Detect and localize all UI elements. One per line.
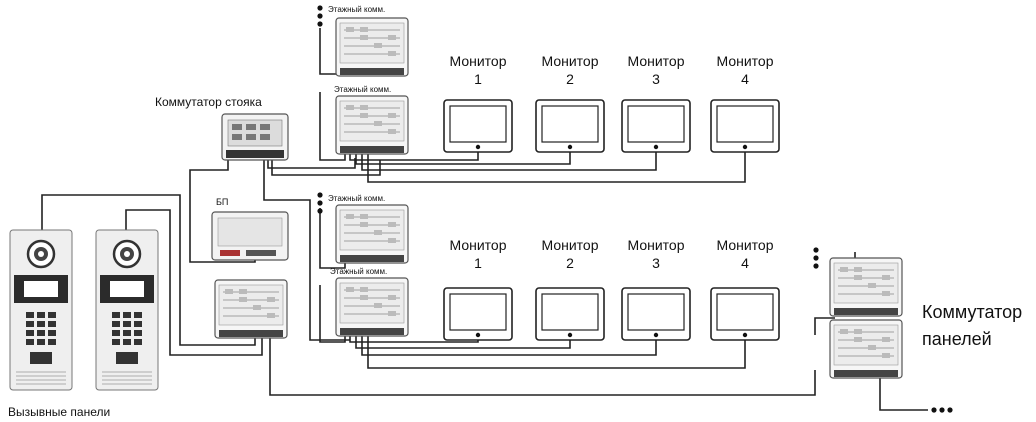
panel-switch-label-line1: Коммутатор: [922, 302, 1022, 322]
panel-switch-right-bottom: [829, 319, 903, 379]
power-supply-label: БП: [216, 197, 228, 207]
call-panel-2: [94, 228, 160, 392]
monitor-number-lower-1: 1: [474, 255, 482, 271]
monitor-label-lower-3: Монитор: [628, 237, 685, 253]
parking-switch-label: Коммутатор стояка: [155, 95, 262, 109]
monitor-number-upper-1: 1: [474, 71, 482, 87]
floor-switch-label-upper: Этажный комм.: [334, 85, 391, 94]
call-panel-1: [8, 228, 74, 392]
monitor-number-upper-2: 2: [566, 71, 574, 87]
panel-switch-right-top: [829, 257, 903, 317]
panel-switch-label-line2: панелей: [922, 329, 992, 349]
monitor-lower-2: [535, 287, 605, 341]
monitor-upper-3: [621, 99, 691, 153]
floor-switch-lower: [335, 277, 409, 337]
parking-switch: [221, 113, 289, 161]
monitor-label-upper-3: Монитор: [628, 53, 685, 69]
monitor-upper-1: [443, 99, 513, 153]
panel-switch-left: [214, 279, 288, 339]
monitor-label-upper-4: Монитор: [717, 53, 774, 69]
floor-switch-top: [335, 17, 409, 77]
monitor-upper-4: [710, 99, 780, 153]
monitor-number-upper-4: 4: [741, 71, 749, 87]
monitor-lower-4: [710, 287, 780, 341]
continuation-dots: [931, 407, 953, 413]
monitor-label-upper-2: Монитор: [542, 53, 599, 69]
monitor-lower-1: [443, 287, 513, 341]
riser-dots-top: [317, 5, 323, 27]
floor-switch-label-lower: Этажный комм.: [330, 267, 387, 276]
call-panels-label: Вызывные панели: [8, 405, 110, 419]
monitor-number-lower-3: 3: [652, 255, 660, 271]
riser-dots-right: [813, 247, 819, 269]
monitor-label-lower-2: Монитор: [542, 237, 599, 253]
power-supply: [211, 211, 289, 261]
monitor-number-lower-2: 2: [566, 255, 574, 271]
monitor-upper-2: [535, 99, 605, 153]
riser-dots-lower: [317, 192, 323, 214]
floor-switch-label-top: Этажный комм.: [328, 5, 385, 14]
monitor-number-lower-4: 4: [741, 255, 749, 271]
floor-switch-label-lower-top: Этажный комм.: [328, 194, 385, 203]
monitor-label-upper-1: Монитор: [450, 53, 507, 69]
floor-switch-lower-top: [335, 204, 409, 264]
monitor-label-lower-4: Монитор: [717, 237, 774, 253]
monitor-number-upper-3: 3: [652, 71, 660, 87]
monitor-lower-3: [621, 287, 691, 341]
monitor-label-lower-1: Монитор: [450, 237, 507, 253]
wiring: [41, 28, 928, 411]
floor-switch-upper: [335, 95, 409, 155]
